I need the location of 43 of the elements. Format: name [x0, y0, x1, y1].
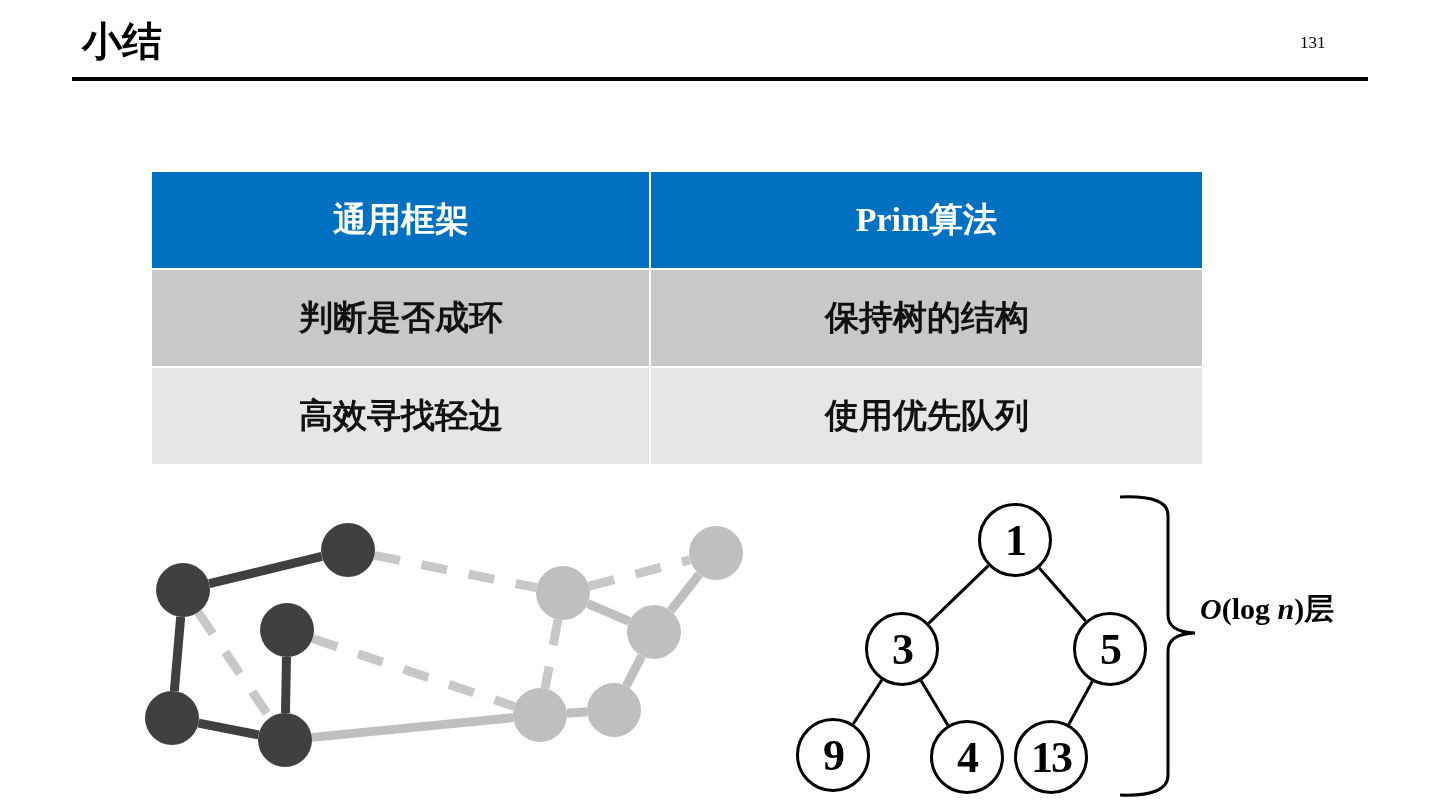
graph-edge [566, 707, 588, 718]
graph-vertex [627, 605, 681, 659]
graph-edge [281, 656, 291, 714]
heap-node: 13 [1014, 720, 1088, 794]
graph-vertex [145, 691, 199, 745]
heap-node: 4 [930, 720, 1004, 794]
graph-vertex [321, 523, 375, 577]
graph-vertex [260, 603, 314, 657]
heap-node: 1 [978, 503, 1052, 577]
graph-edge [586, 599, 631, 626]
dashed-edge [588, 555, 691, 591]
table-cell: 高效寻找轻边 [152, 368, 649, 464]
graph-vertex [587, 683, 641, 737]
tree-edge [851, 679, 884, 725]
graph-edge [311, 713, 514, 742]
dashed-edge [373, 550, 538, 593]
tree-edge [927, 564, 990, 625]
graph-edge [208, 552, 323, 588]
graph-vertex [258, 713, 312, 767]
graph-edge [197, 718, 260, 740]
graph-edge [169, 616, 186, 692]
graph-edge [622, 653, 646, 689]
page-number: 131 [1300, 33, 1326, 53]
slide-title: 小结 [82, 17, 162, 66]
heap-node: 5 [1073, 612, 1147, 686]
graph-vertex [689, 526, 743, 580]
table-cell: 使用优先队列 [651, 368, 1202, 464]
heap-node: 9 [796, 718, 870, 792]
dashed-edge [311, 634, 516, 711]
graph-vertex [513, 688, 567, 742]
dashed-edge [540, 618, 563, 690]
table-header-cell: 通用框架 [152, 172, 649, 268]
tree-edge [1067, 680, 1094, 726]
table-cell: 判断是否成环 [152, 270, 649, 366]
graph-vertex [536, 566, 590, 620]
heap-node: 3 [865, 612, 939, 686]
graph-edge [667, 571, 703, 614]
table-header-cell: Prim算法 [651, 172, 1202, 268]
tree-edge [919, 679, 950, 727]
level-count-label: O(log n)层 [1200, 591, 1335, 627]
graph-vertex [156, 563, 210, 617]
tree-edge [1038, 566, 1087, 623]
table-cell: 保持树的结构 [651, 270, 1202, 366]
